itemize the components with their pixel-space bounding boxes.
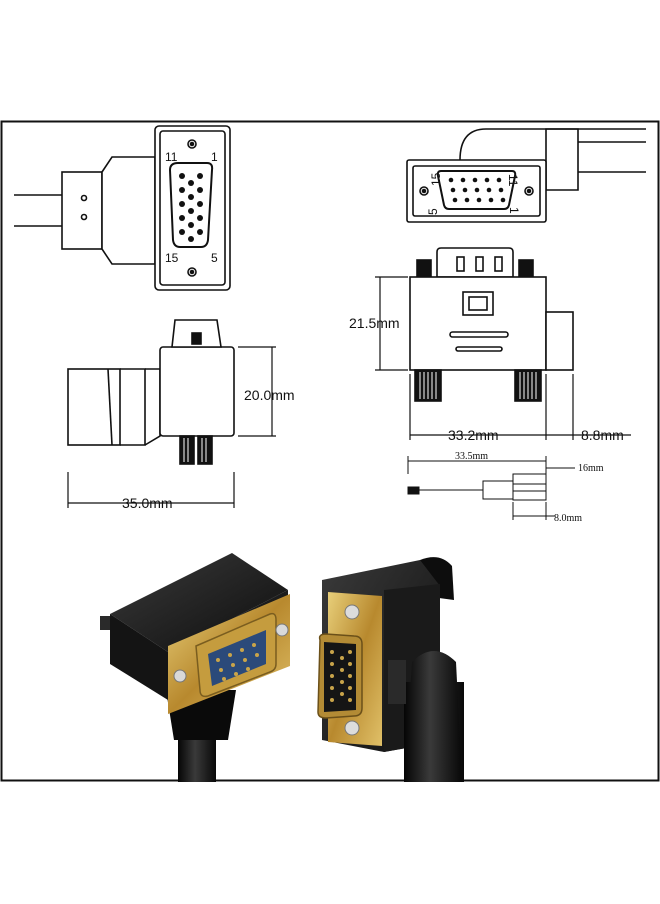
front-pin-label-br: 5: [211, 251, 218, 265]
right-slot-1: [449, 331, 509, 338]
front-pin-label-tl: 11: [165, 150, 178, 164]
housing-taper: [101, 156, 156, 265]
cable-body: [545, 128, 579, 191]
right-tail-label: 8.8mm: [581, 427, 624, 443]
right-view: [409, 247, 574, 402]
side-height-label: 20.0mm: [244, 387, 295, 403]
front-pin-label-bl: 15: [165, 251, 179, 265]
small-view: [407, 456, 575, 520]
relief-dot-2: [80, 213, 88, 221]
outer-frame: [0, 120, 660, 782]
small-length-label: 33.5mm: [455, 451, 488, 462]
right-width-label: 33.2mm: [448, 427, 499, 443]
small-screw: [407, 486, 420, 495]
photo-right-screw-bottom-icon: [344, 720, 360, 736]
photo-left-pins: [216, 643, 259, 681]
cable-bend: [459, 128, 646, 161]
small-body: [482, 480, 514, 500]
side-view: [67, 319, 235, 465]
right-slot-2: [455, 346, 503, 352]
side-screw-left: [179, 435, 195, 465]
photo-left-screw2-icon: [275, 623, 289, 637]
top-pin-label-tr: 11: [506, 174, 520, 187]
photo-left-insert: [208, 630, 266, 686]
side-screw-right: [197, 435, 213, 465]
right-d-sub: [436, 247, 514, 278]
photo-left-body-top: [110, 553, 288, 652]
photo-right-pins: [330, 650, 352, 702]
right-screw-top-right: [518, 259, 534, 278]
side-neck: [144, 368, 161, 446]
side-d-sub-tab: [191, 332, 202, 345]
right-dimension-height: [375, 276, 408, 371]
side-connector-body: [159, 346, 235, 437]
right-tail: [545, 311, 574, 371]
right-screw-top-left: [416, 259, 432, 278]
right-body: [409, 276, 547, 371]
top-pin-label-bl: 5: [426, 208, 440, 215]
right-height-label: 21.5mm: [349, 315, 400, 331]
photo-right-boot: [404, 651, 462, 782]
top-pin-label-tl: 15: [429, 172, 443, 186]
small-end-label: 8.0mm: [554, 513, 582, 524]
small-tip-label: 16mm: [578, 463, 604, 474]
relief-dot-1: [80, 194, 88, 202]
small-end: [512, 473, 547, 501]
front-view: [14, 125, 231, 291]
top-pin-label-br: 1: [507, 207, 521, 214]
photo-right-screw-top-icon: [344, 604, 360, 620]
top-pin-holes: [448, 177, 506, 203]
side-dimension-length: [67, 472, 235, 508]
photo-left-body-front: [110, 614, 168, 700]
top-view: [406, 128, 646, 223]
photo-left-connector: [100, 553, 290, 782]
strain-relief: [61, 171, 103, 250]
side-dimension-height: [238, 346, 276, 437]
side-length-label: 35.0mm: [122, 495, 173, 511]
pin-holes: [179, 173, 203, 242]
photo-right-connector: [317, 557, 464, 782]
front-pin-label-tr: 1: [211, 150, 218, 164]
photo-right-insert: [324, 642, 356, 712]
right-dimension-width: [409, 374, 631, 440]
side-cable-bend: [120, 368, 146, 446]
photo-left-screw-icon: [173, 669, 187, 683]
d-sub-shell: [168, 162, 214, 248]
